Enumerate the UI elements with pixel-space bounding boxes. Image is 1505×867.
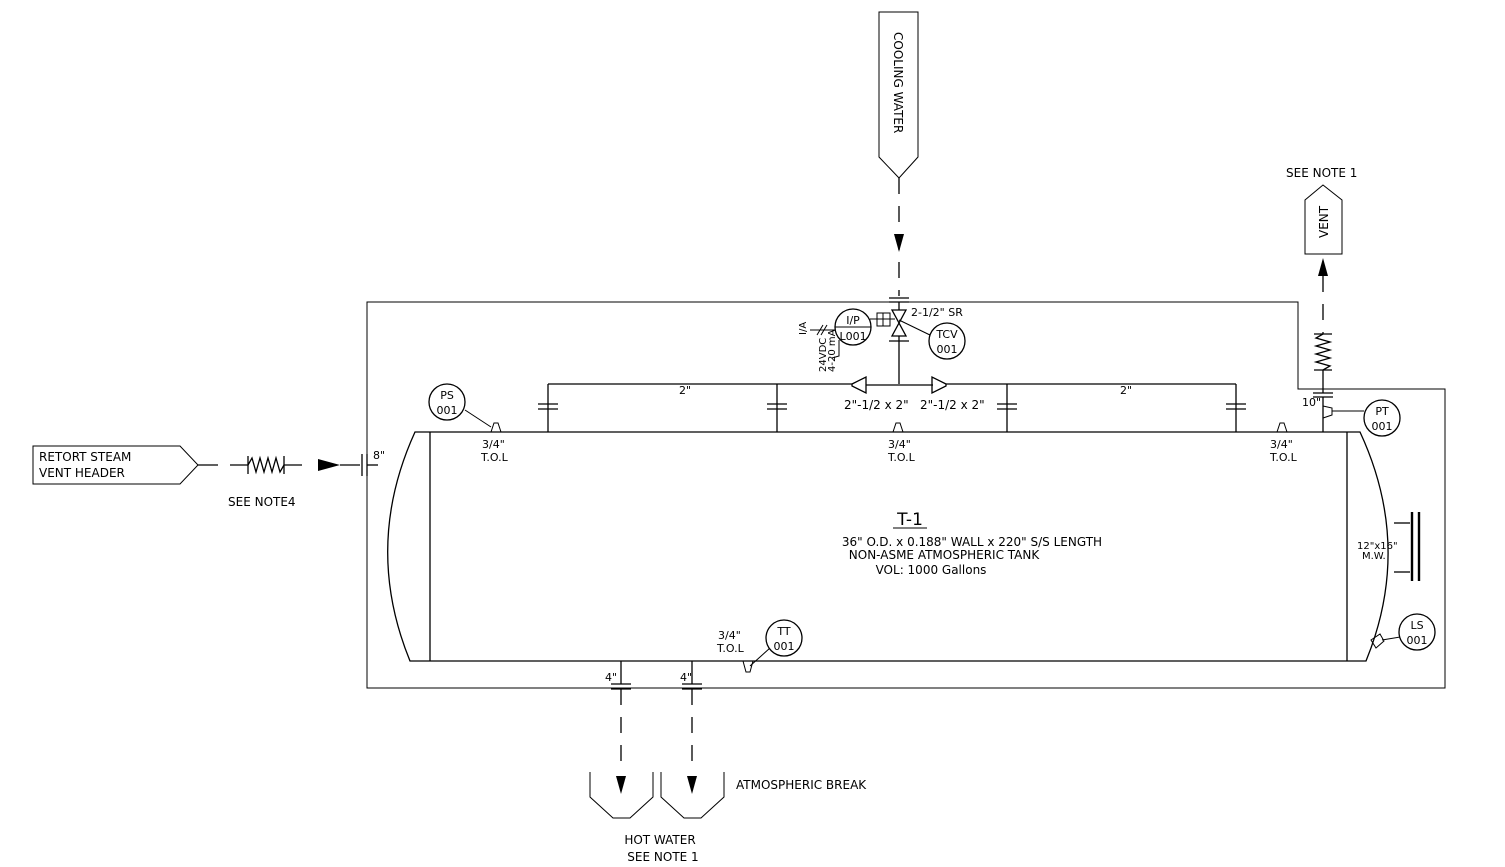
ls-tag: LS: [1410, 619, 1423, 632]
tt-number: 001: [774, 640, 795, 653]
tank-id: T-1: [896, 510, 923, 530]
vent-destination: [1304, 184, 1343, 255]
ps-bubble: [428, 383, 466, 421]
tcv-number: 001: [937, 343, 958, 356]
reducer-left-label: 2"-1/2 x 2": [844, 398, 909, 412]
tol-mid-size: 3/4": [888, 438, 911, 451]
vent-label: VENT: [1317, 205, 1331, 238]
tol-nozzle-left: [490, 422, 502, 433]
tank-spec-line2: NON-ASME ATMOSPHERIC TANK: [849, 548, 1041, 562]
reducer-right-label: 2"-1/2 x 2": [920, 398, 985, 412]
tol-nozzle-mid: [892, 422, 904, 433]
cooling-water-source: [878, 11, 919, 179]
tol-nozzle-bottom: [742, 660, 754, 673]
header-left-size: 2": [679, 384, 691, 397]
header-drop-3: [997, 384, 1017, 432]
tol-mid-label: T.O.L: [887, 451, 916, 464]
tol-left-size: 3/4": [482, 438, 505, 451]
cooling-valve-size: 2-1/2" SR: [911, 306, 963, 319]
pt-number: 001: [1372, 420, 1393, 433]
drain-left-size: 4": [605, 671, 617, 684]
tol-bottom-label: T.O.L: [716, 642, 745, 655]
cooling-water-arrow: [894, 234, 904, 252]
steam-inlet-flange: [361, 454, 368, 476]
retort-steam-note: SEE NOTE4: [228, 495, 296, 509]
retort-steam-source: [32, 445, 199, 485]
cooling-water-label: COOLING WATER: [891, 32, 905, 133]
retort-steam-line2: VENT HEADER: [39, 466, 125, 480]
tcv-valve-symbol: [876, 309, 908, 337]
tol-left-label: T.O.L: [480, 451, 509, 464]
ls-bubble: [1398, 613, 1436, 651]
signal-line1: 24VDC: [818, 338, 829, 372]
tol-right-label: T.O.L: [1269, 451, 1298, 464]
flex-connector-vent: [1313, 333, 1333, 371]
tol-nozzle-right: [1276, 422, 1288, 433]
retort-steam-line1: RETORT STEAM: [39, 450, 131, 464]
instrument-air-label: I/A: [798, 322, 809, 335]
ls-tap: [1370, 633, 1385, 649]
tol-right-size: 3/4": [1270, 438, 1293, 451]
tol-bottom-size: 3/4": [718, 629, 741, 642]
steam-flow-arrow: [318, 459, 340, 471]
ps-number: 001: [437, 404, 458, 417]
pt-tap: [1322, 405, 1333, 419]
header-drop-2: [767, 384, 787, 432]
vent-flow-arrow: [1318, 258, 1328, 276]
tcv-bubble: [928, 322, 966, 360]
cooling-water-flange: [889, 297, 909, 303]
flex-connector-steam: [247, 455, 285, 475]
header-drop-4: [1226, 384, 1246, 432]
tt-tag: TT: [776, 625, 791, 638]
hot-water-line2: SEE NOTE 1: [627, 850, 698, 864]
drain-left: [611, 661, 631, 794]
funnel-right: [660, 772, 725, 819]
drain-right: [682, 661, 702, 794]
drain-right-size: 4": [680, 671, 692, 684]
steam-pipe-size: 8": [373, 449, 385, 462]
ls-number: 001: [1407, 634, 1428, 647]
ps-tag: PS: [440, 389, 454, 402]
tank-spec-line3: VOL: 1000 Gallons: [876, 563, 987, 577]
pt-bubble: [1363, 399, 1401, 437]
header-drop-1: [538, 384, 558, 432]
reducer-left: [851, 375, 867, 395]
skid-boundary: [366, 301, 1446, 689]
tt-bubble: [765, 619, 803, 657]
vent-note: SEE NOTE 1: [1286, 166, 1357, 180]
manway-label: M.W.: [1362, 551, 1386, 562]
ip-number: L001: [839, 330, 866, 343]
tcv-tag: TCV: [935, 328, 958, 341]
pt-tag: PT: [1375, 405, 1389, 418]
vent-pipe-size: 10": [1302, 396, 1321, 409]
funnel-left: [589, 772, 654, 819]
tank-spec-line1: 36" O.D. x 0.188" WALL x 220" S/S LENGTH: [842, 535, 1102, 549]
signal-wire: [831, 340, 840, 359]
reducer-right: [931, 375, 947, 395]
manway-size: 12"x16": [1357, 541, 1398, 552]
tank-t1: [387, 431, 1389, 662]
signal-line2: 4-20 mA: [827, 329, 838, 372]
atmospheric-break-label: ATMOSPHERIC BREAK: [736, 778, 867, 792]
header-right-size: 2": [1120, 384, 1132, 397]
ip-tag: I/P: [846, 314, 860, 327]
manway: [1394, 512, 1421, 581]
hot-water-line1: HOT WATER: [624, 833, 695, 847]
